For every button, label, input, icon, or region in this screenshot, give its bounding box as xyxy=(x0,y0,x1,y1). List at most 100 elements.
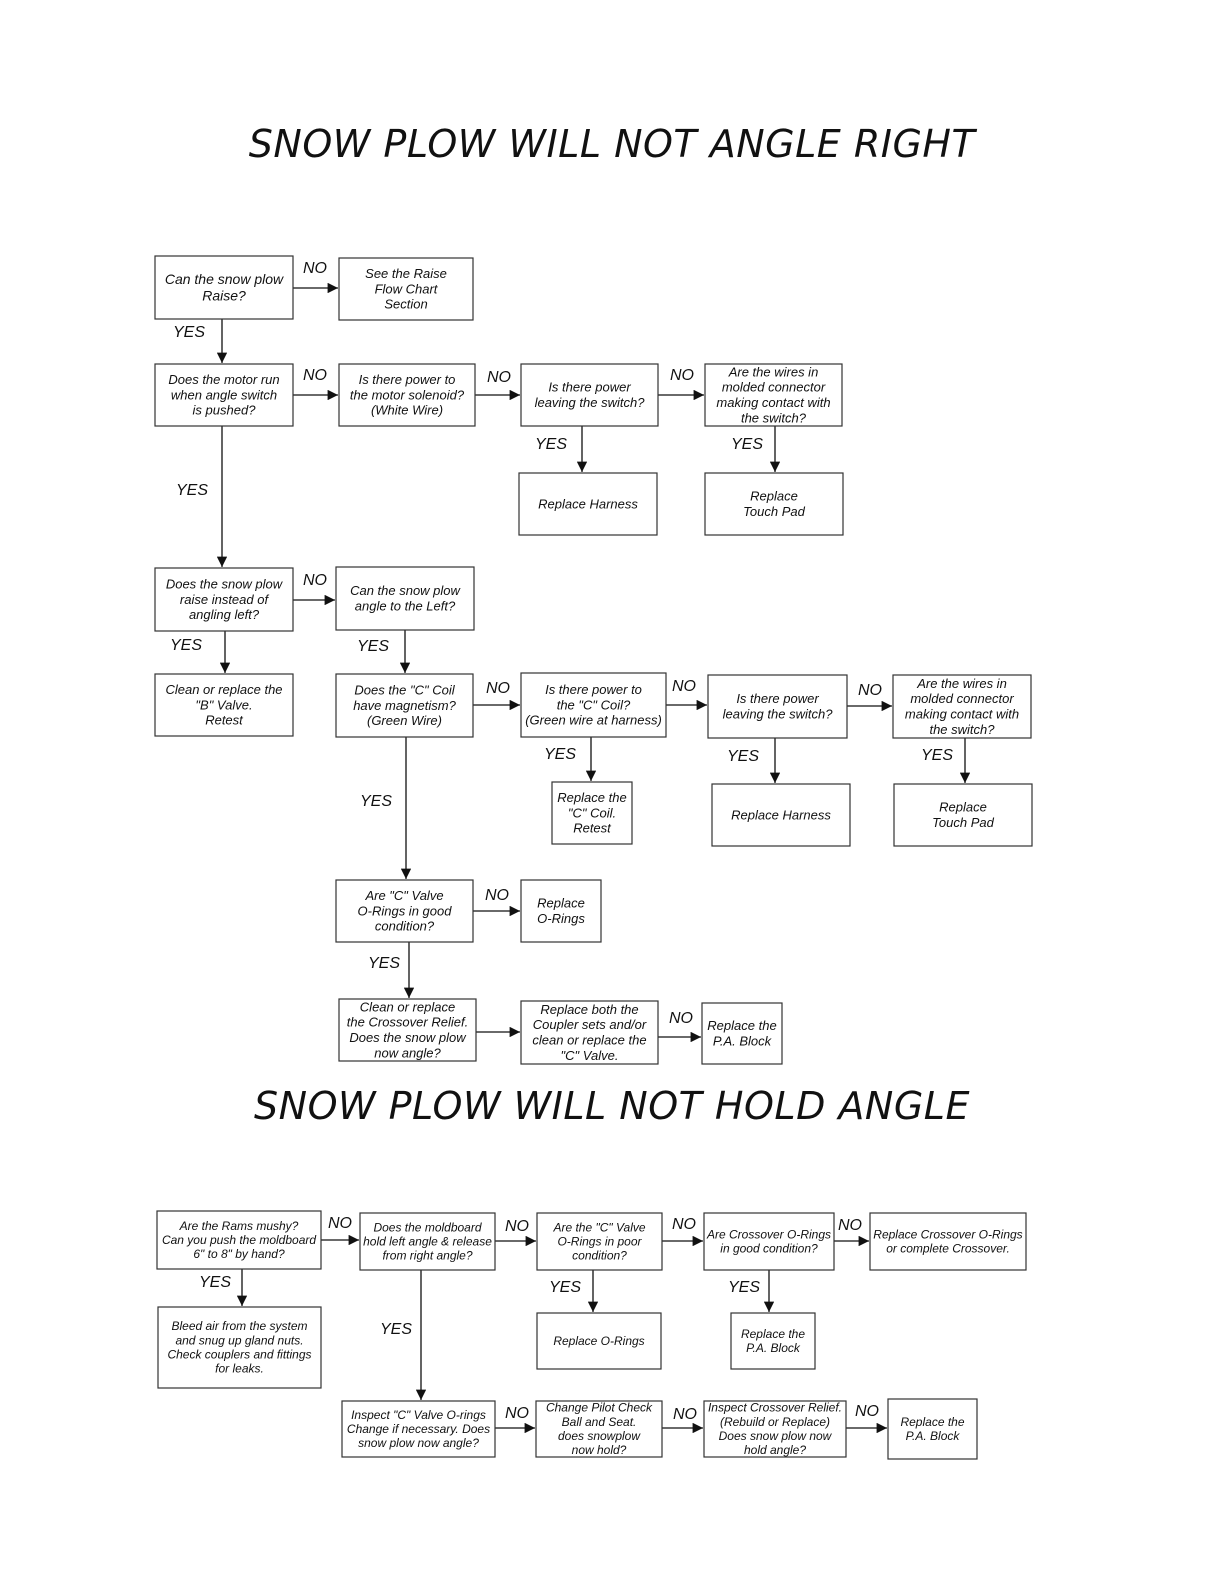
node-text: molded connector xyxy=(910,691,1014,706)
node-text: angling left? xyxy=(189,607,260,622)
node-text: now hold? xyxy=(572,1443,627,1457)
label-no: NO xyxy=(505,1218,529,1235)
node-text: "C" Valve. xyxy=(561,1048,619,1063)
node-text: does snowplow xyxy=(558,1429,641,1443)
node-b-valve: Clean or replace the"B" Valve.Retest xyxy=(154,673,294,737)
label-no: NO xyxy=(855,1403,879,1420)
node-text: Raise? xyxy=(202,287,246,303)
node-text: leaving the switch? xyxy=(723,706,834,721)
node-text: Touch Pad xyxy=(932,815,994,830)
node-text: (Green wire at harness) xyxy=(525,713,662,728)
node-text: Does the moldboard xyxy=(373,1220,481,1234)
label-yes: YES xyxy=(176,482,208,499)
node-box xyxy=(154,255,294,320)
node-inspect-crossover: Inspect Crossover Relief.(Rebuild or Rep… xyxy=(703,1400,847,1458)
node-rams-mushy-q: Are the Rams mushy?Can you push the mold… xyxy=(156,1210,322,1270)
node-text: O-Rings in poor xyxy=(557,1234,642,1248)
node-text: Does the snow plow xyxy=(349,1030,467,1045)
label-no: NO xyxy=(672,678,696,695)
label-no: NO xyxy=(669,1010,693,1027)
node-text: Replace Crossover O-Rings xyxy=(873,1227,1022,1241)
node-box xyxy=(703,1400,847,1458)
node-box xyxy=(893,783,1033,847)
node-text: (White Wire) xyxy=(371,403,443,418)
node-box xyxy=(704,472,844,536)
node-box xyxy=(520,879,602,943)
node-box xyxy=(338,998,477,1062)
node-text: Are the wires in xyxy=(728,364,819,379)
node-text: making contact with xyxy=(905,706,1019,721)
node-text: Ball and Seat. xyxy=(562,1415,637,1429)
label-no: NO xyxy=(505,1405,529,1422)
node-text: Inspect "C" Valve O-rings xyxy=(351,1408,486,1422)
node-text: "B" Valve. xyxy=(195,697,252,712)
node-text: Replace the xyxy=(741,1327,805,1341)
label-no: NO xyxy=(328,1215,352,1232)
node-text: when angle switch xyxy=(171,387,277,402)
label-no: NO xyxy=(486,680,510,697)
node-text: hold left angle & release xyxy=(363,1234,492,1248)
node-box xyxy=(154,363,294,427)
node-replace-harness2: Replace Harness xyxy=(711,783,851,847)
label-no: NO xyxy=(485,887,509,904)
title-angle-right: SNOW PLOW WILL NOT ANGLE RIGHT xyxy=(248,122,976,166)
node-text: hold angle? xyxy=(744,1443,806,1457)
node-box xyxy=(359,1212,496,1271)
node-replace-c-coil: Replace the"C" Coil.Retest xyxy=(551,781,633,845)
node-text: Are "C" Valve xyxy=(364,888,443,903)
node-text: leaving the switch? xyxy=(535,395,646,410)
node-text: Retest xyxy=(205,713,244,728)
node-text: Clean or replace the xyxy=(165,682,282,697)
node-text: Retest xyxy=(573,821,612,836)
label-no: NO xyxy=(670,367,694,384)
node-box xyxy=(335,879,474,943)
node-text: condition? xyxy=(375,919,435,934)
node-text: Does the motor run xyxy=(168,372,279,387)
node-text: Can you push the moldboard xyxy=(162,1233,316,1247)
label-no: NO xyxy=(303,260,327,277)
node-text: the motor solenoid? xyxy=(350,387,465,402)
label-yes: YES xyxy=(357,638,389,655)
label-yes: YES xyxy=(173,324,205,341)
node-box xyxy=(707,674,848,739)
node-text: Bleed air from the system xyxy=(171,1319,307,1333)
node-text: Is there power xyxy=(736,691,819,706)
node-box xyxy=(518,472,658,536)
label-yes: YES xyxy=(728,1279,760,1296)
node-box xyxy=(335,673,474,738)
node-text: (Green Wire) xyxy=(367,713,442,728)
node-text: Are the wires in xyxy=(916,676,1007,691)
node-text: Can the snow plow xyxy=(350,583,461,598)
node-box xyxy=(156,1210,322,1270)
node-box xyxy=(520,363,659,427)
node-text: is pushed? xyxy=(193,403,257,418)
node-text: Inspect Crossover Relief. xyxy=(708,1401,842,1415)
node-box xyxy=(869,1212,1027,1271)
label-no: NO xyxy=(303,367,327,384)
label-yes: YES xyxy=(549,1279,581,1296)
node-text: raise instead of xyxy=(180,592,270,607)
node-box xyxy=(536,1212,663,1271)
node-text: Change Pilot Check xyxy=(546,1401,653,1415)
node-text: Is there power xyxy=(548,380,631,395)
node-text: Clean or replace xyxy=(360,999,455,1014)
node-text: Replace Harness xyxy=(538,496,638,511)
node-text: Replace the xyxy=(557,790,626,805)
node-text: have magnetism? xyxy=(353,698,456,713)
node-text: making contact with xyxy=(716,395,830,410)
node-text: P.A. Block xyxy=(713,1033,773,1048)
